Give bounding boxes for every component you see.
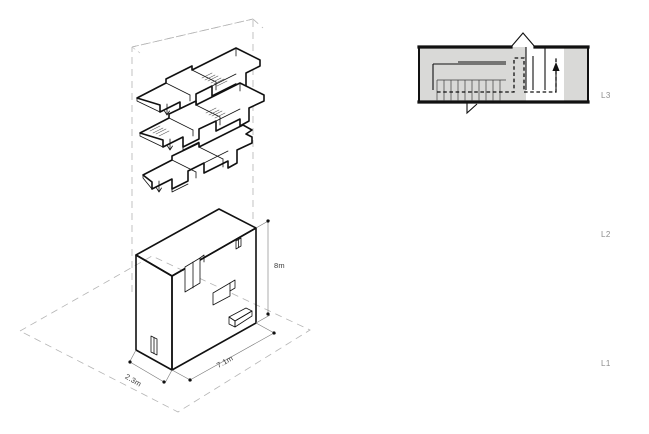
ground-plane-outline [19, 255, 311, 413]
stair-treads-l3 [436, 79, 506, 101]
plan-label-l2: L2 [601, 230, 611, 239]
plan-label-l1: L1 [601, 359, 611, 368]
exploded-slab-level-1 [142, 124, 253, 193]
bounding-volume-guides [131, 18, 264, 292]
facade-openings [150, 237, 253, 356]
stair-hatch-l2 [149, 107, 226, 137]
dimension-label-height: 8m [274, 261, 285, 270]
stair-hatch-l3 [201, 72, 228, 87]
plan-level-3 [417, 32, 590, 115]
dimension-lines [128, 219, 277, 384]
plan-label-l3: L3 [601, 91, 611, 100]
